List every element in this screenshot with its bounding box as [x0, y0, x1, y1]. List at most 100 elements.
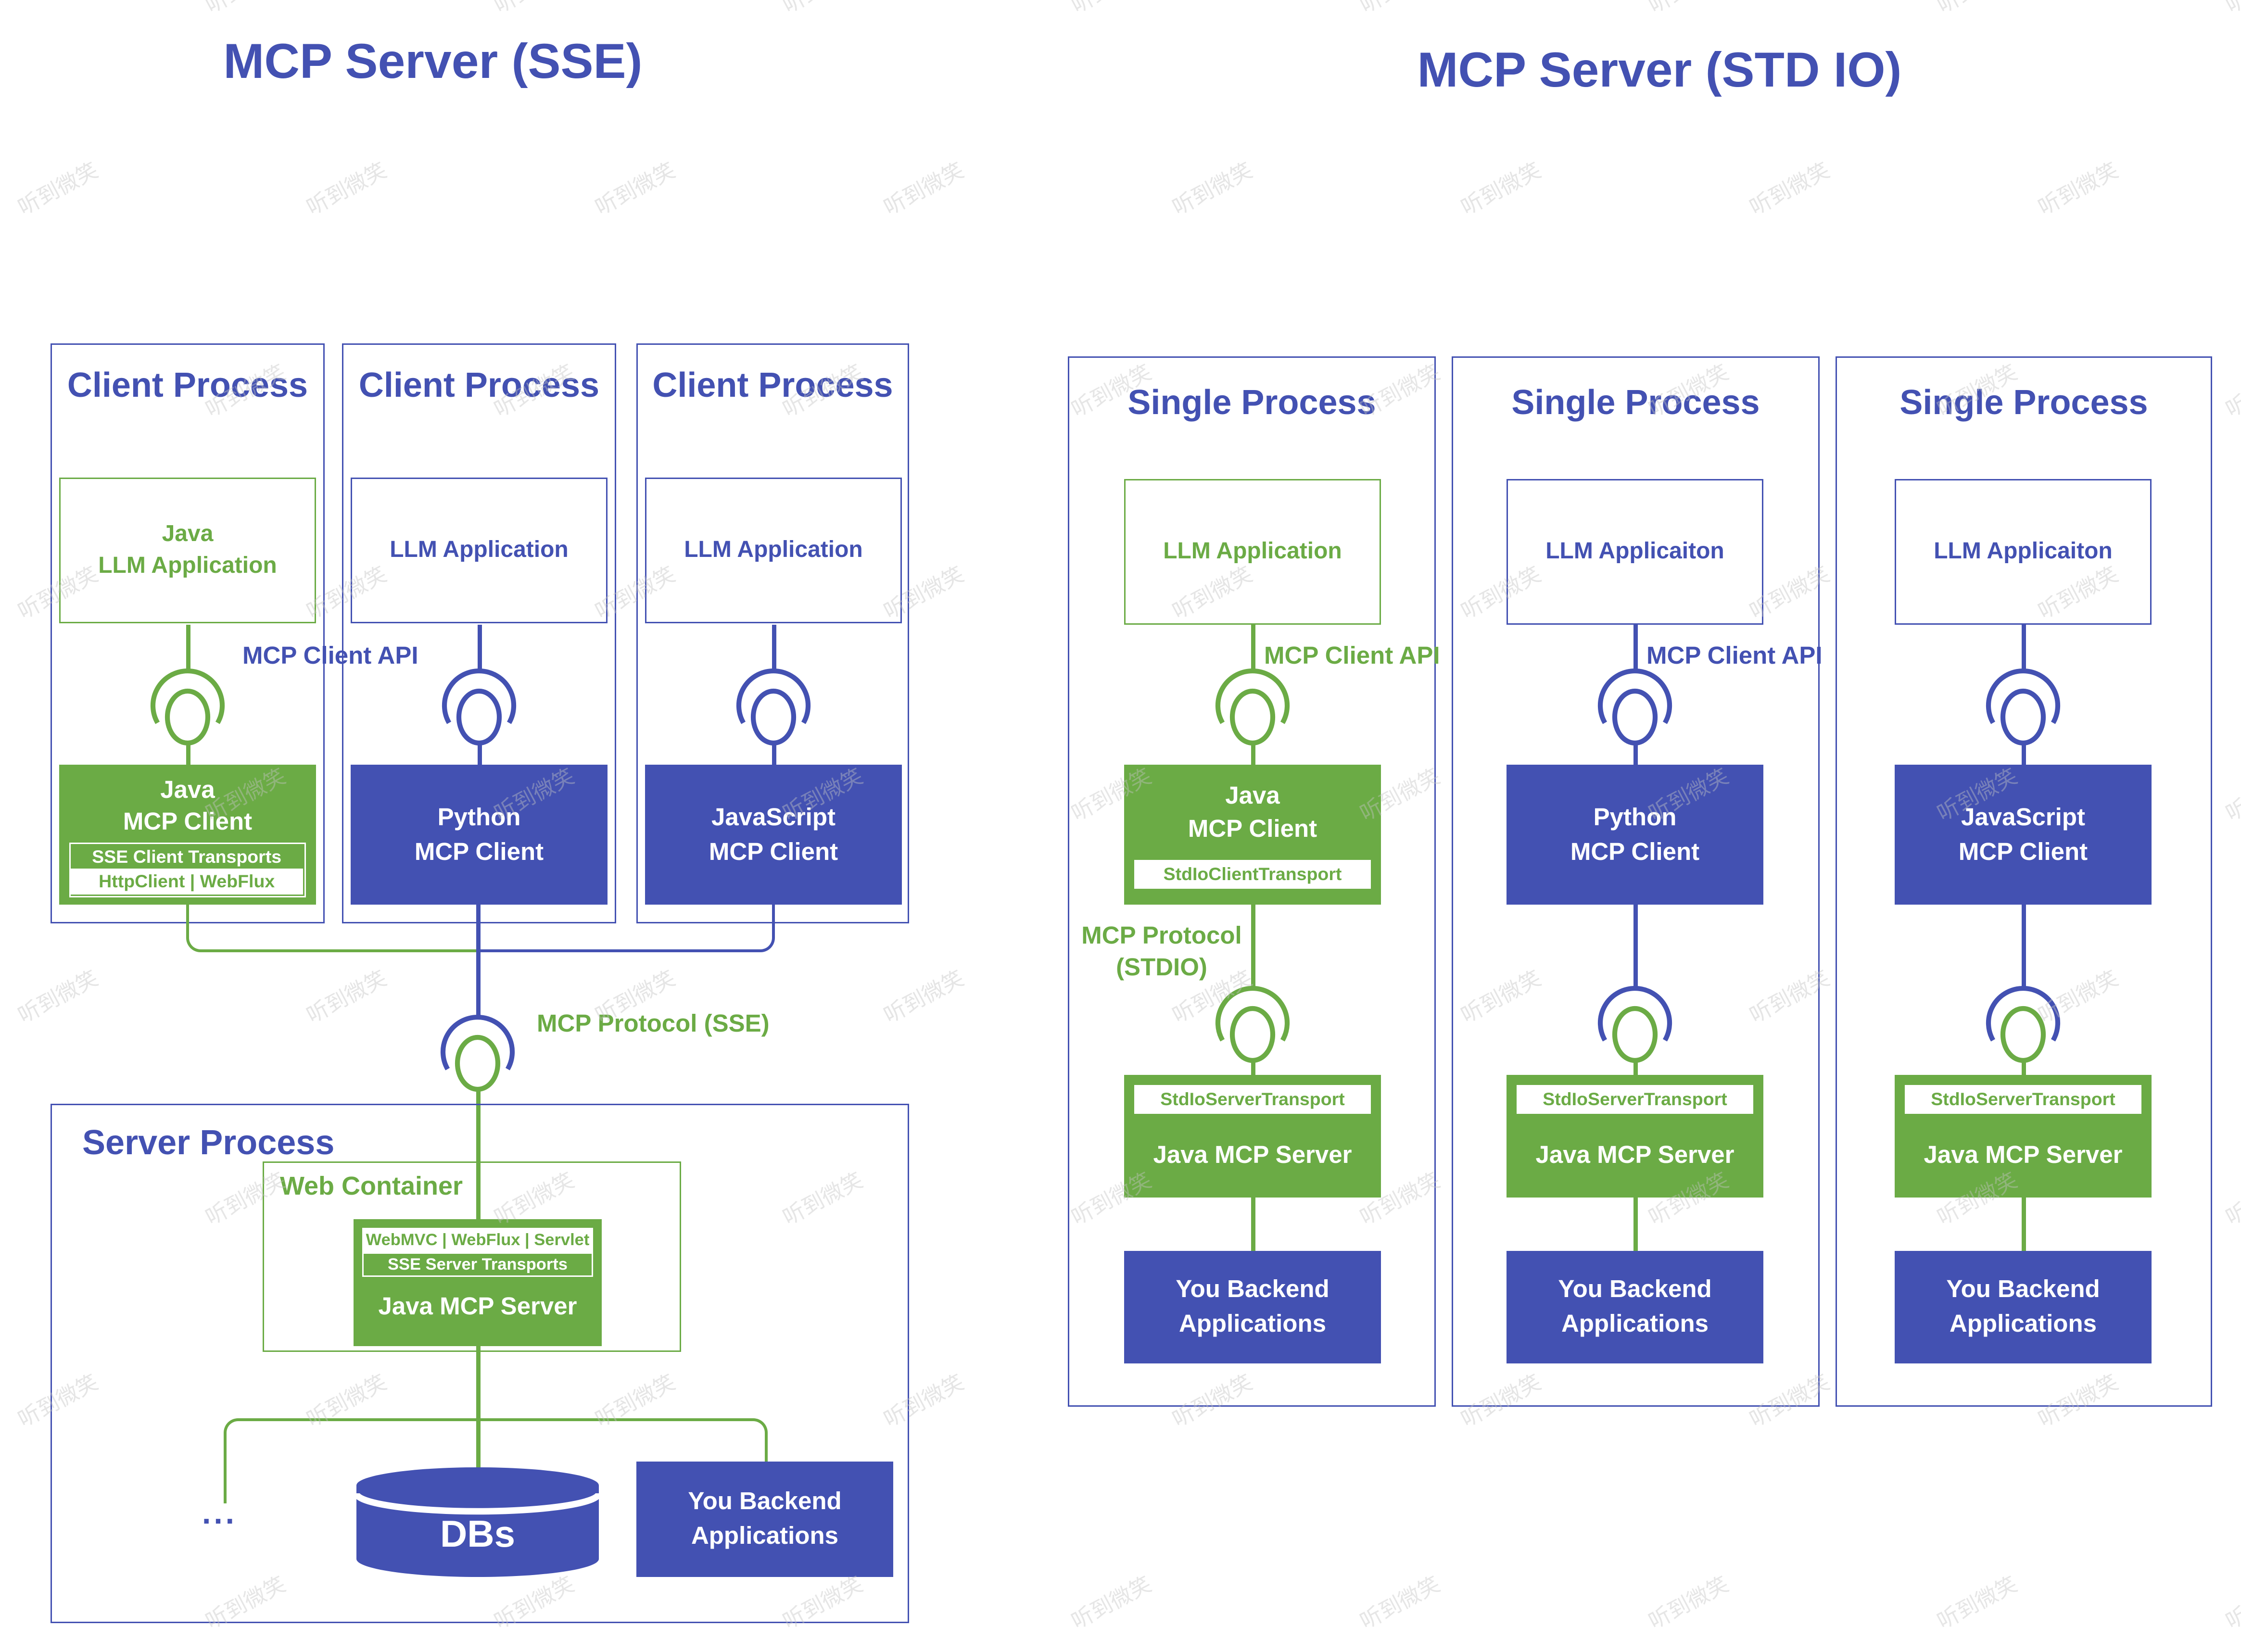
- client-label-line2: MCP Client: [709, 837, 838, 865]
- stdio-server-transport-label: StdIoServerTransport: [1134, 1085, 1371, 1114]
- java-mcp-server-label: Java MCP Server: [1153, 1141, 1352, 1169]
- stdio-mcp-client-api-label-1: MCP Client API: [1264, 642, 1440, 669]
- watermark-text: 听到微笑: [14, 158, 102, 221]
- watermark-text: 听到微笑: [200, 0, 291, 20]
- stdio-single-process-box-3: [1836, 356, 2212, 1407]
- client-label-line2: MCP Client: [1570, 837, 1700, 865]
- connector-line: [1633, 1198, 1637, 1251]
- watermark-text: 听到微笑: [1066, 0, 1157, 20]
- sse-client-transports-panel: SSE Client Transports HttpClient | WebFl…: [69, 843, 306, 897]
- backend-label-line1: You Backend: [688, 1488, 842, 1515]
- sse-server-transports-label: SSE Server Transports: [362, 1252, 593, 1277]
- sse-java-llm-application-box: Java LLM Application: [59, 478, 316, 623]
- webmvc-webflux-servlet-label: WebMVC | WebFlux | Servlet: [362, 1228, 593, 1252]
- sse-java-mcp-client-box: Java MCP Client SSE Client Transports Ht…: [59, 765, 316, 905]
- connector-line: [2022, 743, 2026, 765]
- stdio-server-transport-label: StdIoServerTransport: [1905, 1085, 2141, 1114]
- stdio-server-transport-label: StdIoServerTransport: [1517, 1085, 1753, 1114]
- watermark-text: 听到微笑: [1168, 158, 1257, 221]
- connector-line: [772, 743, 776, 765]
- ellipsis-label: ...: [202, 1495, 238, 1531]
- branch-line-left: [224, 1418, 481, 1503]
- stdio-single-process-header-2: Single Process: [1511, 384, 1760, 423]
- watermark-text: 听到微笑: [0, 0, 2, 20]
- client-label-line2: MCP Client: [414, 837, 544, 865]
- merge-line-right: [478, 905, 775, 952]
- connector-line: [1633, 625, 1637, 671]
- branch-line-right: [478, 1418, 768, 1464]
- client-label-line1: JavaScript: [1961, 803, 2085, 831]
- sse-title: MCP Server (SSE): [223, 35, 643, 89]
- connector-line: [186, 625, 190, 671]
- connector-line: [1633, 1060, 1637, 1075]
- client-label-line1: Python: [1593, 803, 1677, 831]
- connector-line: [1633, 905, 1637, 988]
- branch-line-center: [476, 1418, 480, 1472]
- connector-line: [186, 743, 190, 765]
- watermark-text: 听到微笑: [1932, 0, 2023, 20]
- sse-llm-application-box-3: LLM Application: [645, 478, 902, 623]
- client-label-line1: Java: [160, 776, 215, 804]
- stdio-java-mcp-server-box-2: StdIoServerTransport Java MCP Server: [1507, 1075, 1763, 1198]
- watermark-text: 听到微笑: [2220, 0, 2241, 20]
- watermark-text: 听到微笑: [0, 764, 1, 827]
- stdio-llm-application-box-2: LLM Applicaiton: [1507, 479, 1763, 625]
- java-mcp-server-label: Java MCP Server: [378, 1293, 577, 1320]
- watermark-text: 听到微笑: [880, 158, 968, 221]
- app-label-line2: LLM Application: [98, 553, 277, 578]
- stdio-javascript-mcp-client-box: JavaScript MCP Client: [1895, 765, 2152, 905]
- stdio-java-mcp-client-box: Java MCP Client StdIoClientTransport: [1124, 765, 1381, 905]
- watermark-text: 听到微笑: [2222, 1168, 2241, 1231]
- merge-line-left: [186, 905, 481, 952]
- stdio-client-transport-label: StdIoClientTransport: [1134, 860, 1371, 889]
- watermark-text: 听到微笑: [1645, 1572, 1733, 1635]
- connector-line: [1251, 743, 1255, 765]
- watermark-text: 听到微笑: [2222, 764, 2241, 827]
- java-mcp-server-label: Java MCP Server: [1535, 1141, 1735, 1169]
- stdio-single-process-box-2: [1452, 356, 1820, 1407]
- client-label-line1: Java: [1225, 782, 1280, 809]
- app-label: LLM Application: [684, 537, 863, 562]
- stdio-protocol-label-line2: (STDIO): [1116, 954, 1207, 981]
- backend-label-line2: Applications: [691, 1522, 838, 1550]
- watermark-text: 听到微笑: [1643, 0, 1734, 20]
- client-label-line2: MCP Client: [1958, 837, 2088, 865]
- merge-line-center: [476, 905, 480, 1017]
- java-mcp-server-label: Java MCP Server: [1924, 1141, 2123, 1169]
- watermark-text: 听到微笑: [1355, 0, 1445, 20]
- connector-line: [476, 1089, 480, 1219]
- sse-python-mcp-client-box: Python MCP Client: [351, 765, 608, 905]
- sse-llm-application-box-2: LLM Application: [351, 478, 608, 623]
- sse-java-mcp-server-box: WebMVC | WebFlux | Servlet SSE Server Tr…: [354, 1219, 602, 1346]
- watermark-text: 听到微笑: [1356, 1572, 1444, 1635]
- backend-label-line2: Applications: [1949, 1310, 2097, 1337]
- stdio-java-mcp-server-box-3: StdIoServerTransport Java MCP Server: [1895, 1075, 2152, 1198]
- stdio-single-process-box-1: [1068, 356, 1436, 1407]
- connector-line: [1251, 625, 1255, 671]
- stdio-single-process-header-1: Single Process: [1127, 384, 1376, 423]
- sse-server-process-box: [51, 1104, 909, 1623]
- sse-web-container-box: [263, 1161, 681, 1352]
- watermark-text: 听到微笑: [880, 966, 968, 1029]
- connector-line: [2022, 1060, 2026, 1075]
- watermark-text: 听到微笑: [0, 1168, 1, 1231]
- client-label-line1: Python: [437, 803, 521, 831]
- watermark-text: 听到微笑: [591, 158, 680, 221]
- watermark-text: 听到微笑: [1067, 1572, 1156, 1635]
- watermark-text: 听到微笑: [2034, 158, 2123, 221]
- connector-line: [2022, 1198, 2026, 1251]
- watermark-text: 听到微笑: [2222, 360, 2241, 423]
- app-label: LLM Application: [1163, 539, 1342, 564]
- stdio-protocol-label: MCP Protocol (STDIO): [1079, 921, 1244, 984]
- stdio-single-process-header-3: Single Process: [1899, 384, 2148, 423]
- watermark-text: 听到微笑: [303, 966, 391, 1029]
- watermark-text: 听到微笑: [0, 1572, 1, 1635]
- stdio-java-mcp-server-box-1: StdIoServerTransport Java MCP Server: [1124, 1075, 1381, 1198]
- stdio-backend-applications-box-3: You Backend Applications: [1895, 1251, 2152, 1363]
- app-label: LLM Applicaiton: [1934, 539, 2113, 564]
- stdio-mcp-client-api-label-2: MCP Client API: [1646, 642, 1823, 669]
- connector-line: [2022, 905, 2026, 988]
- httpclient-webflux-label: HttpClient | WebFlux: [71, 869, 303, 895]
- app-label: LLM Applicaiton: [1545, 539, 1724, 564]
